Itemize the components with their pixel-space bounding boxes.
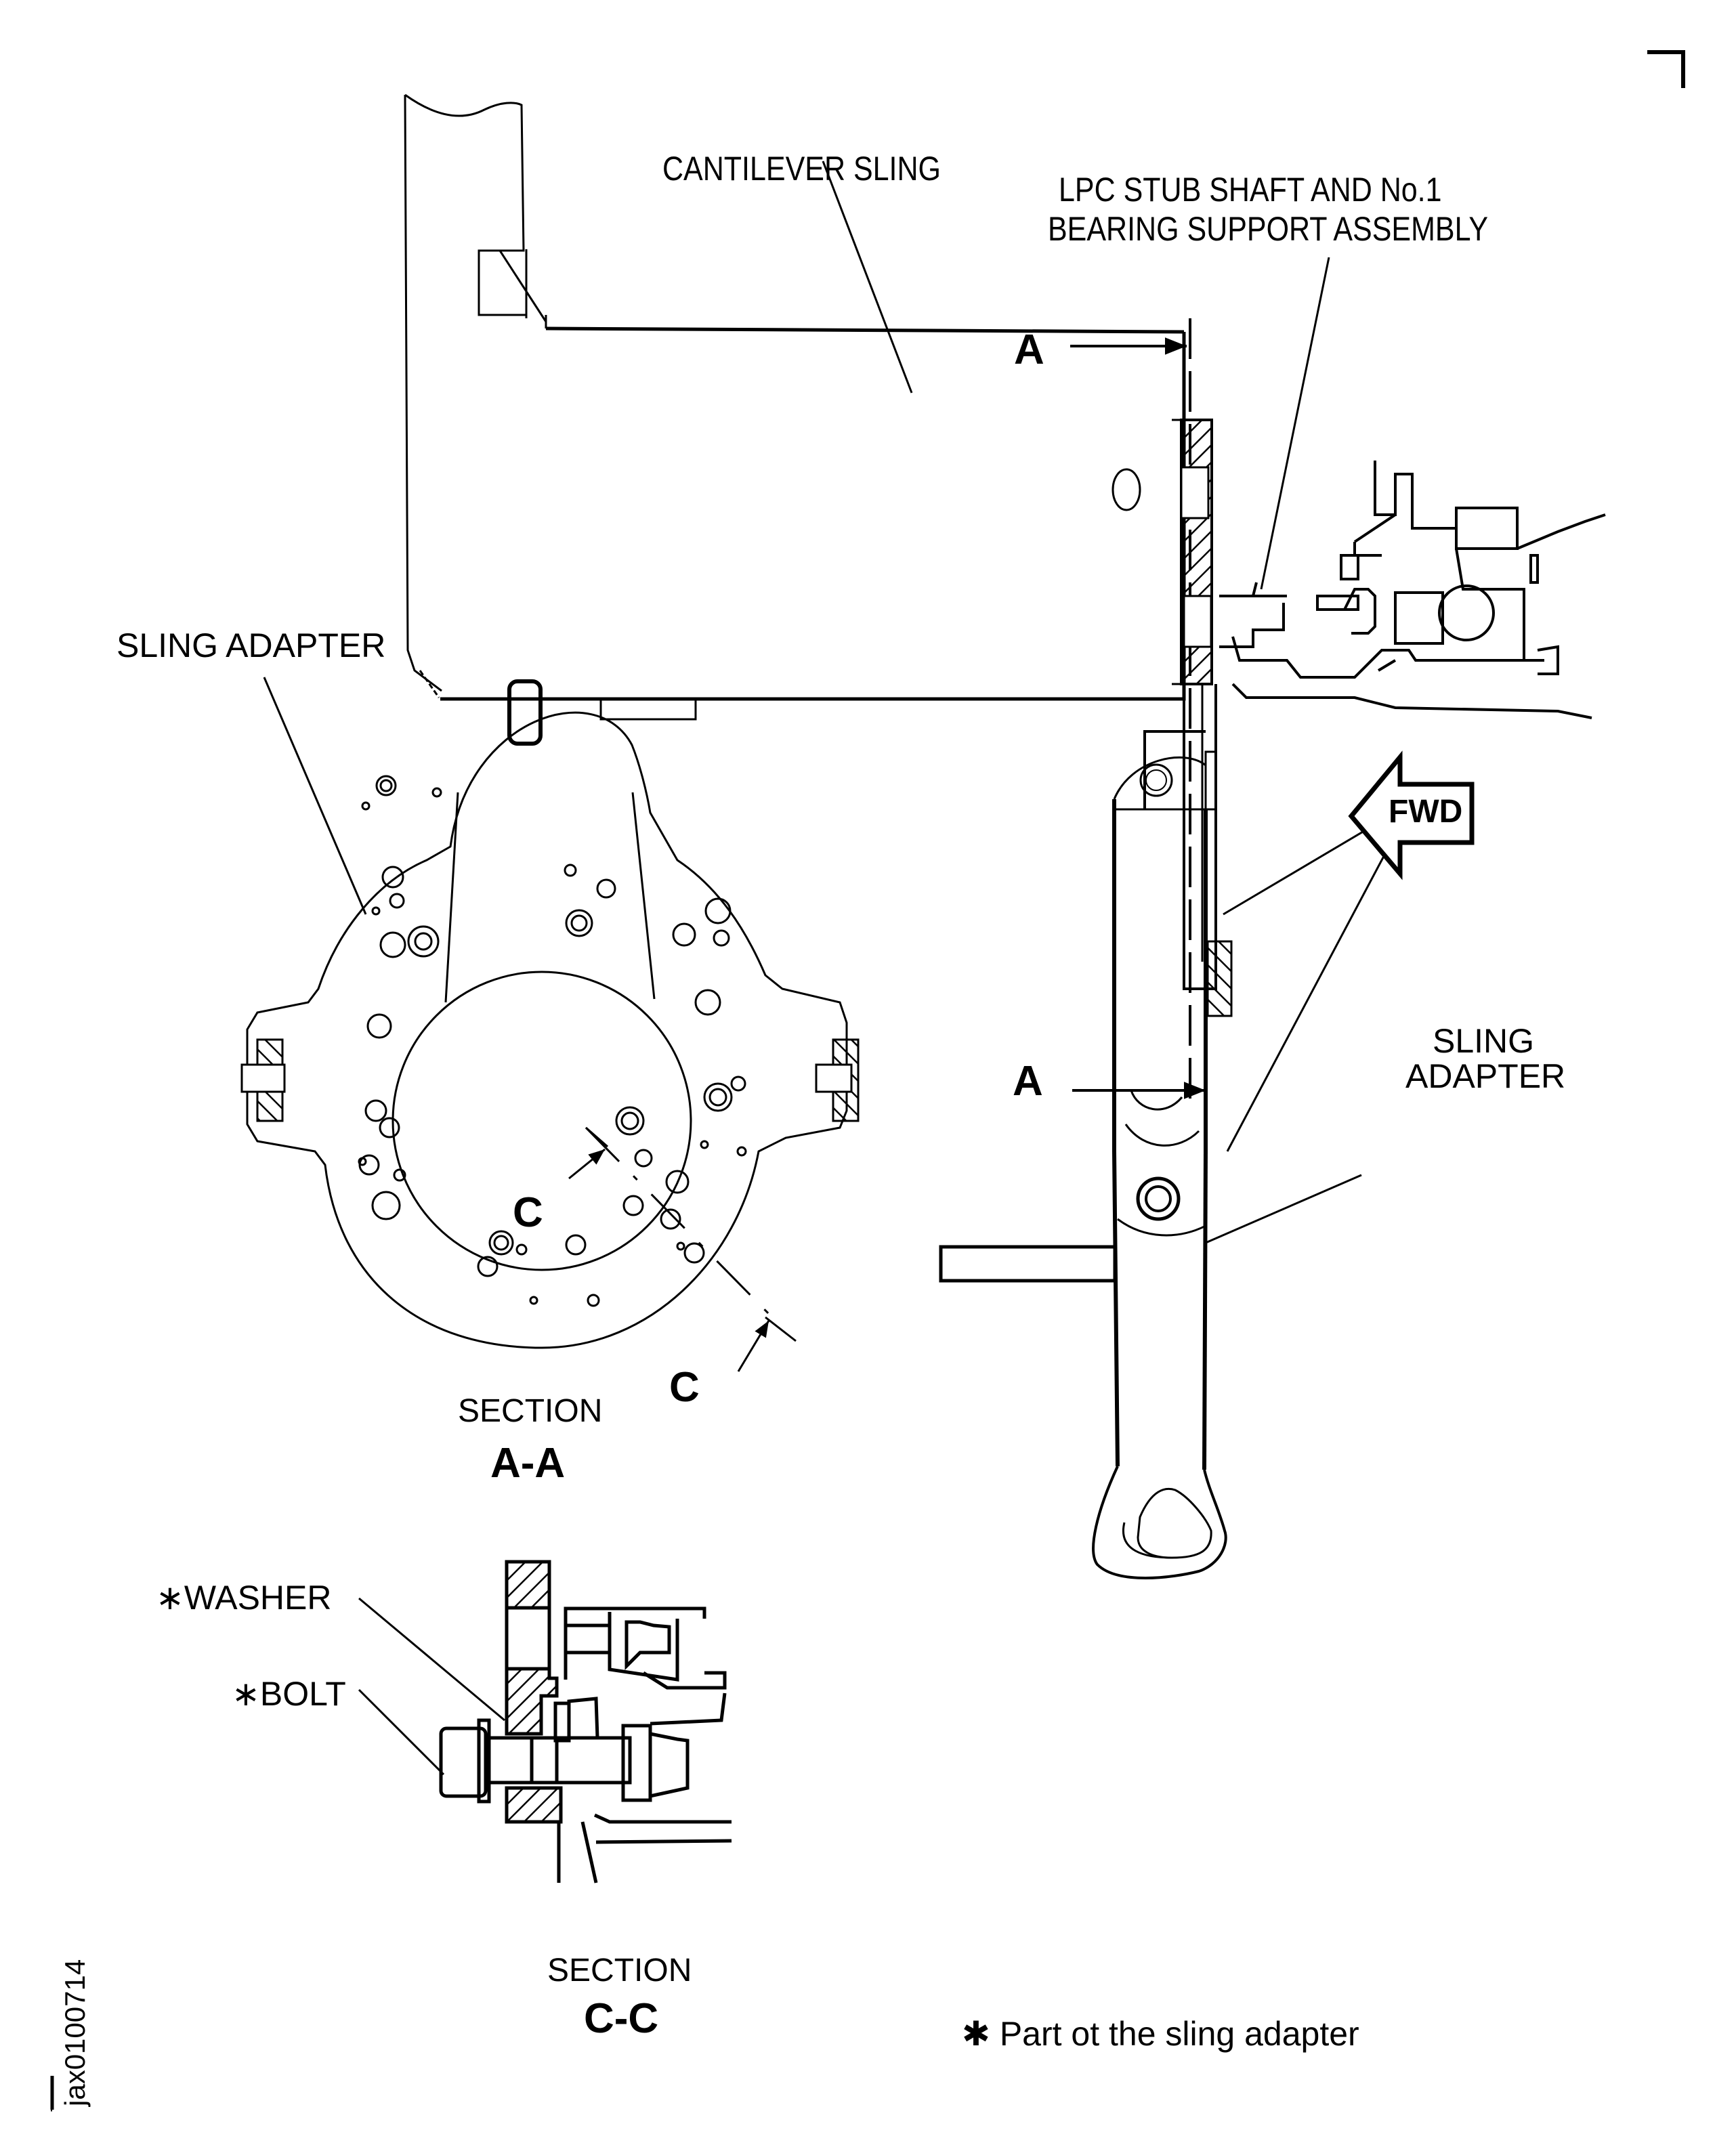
asterisk-icon: ✱ (962, 2015, 990, 2053)
leader-lines (263, 161, 1414, 1776)
label-sling-adapter-right-1: SLING (1433, 1022, 1535, 1060)
section-aa-adapter-plate (240, 679, 860, 1349)
corner-mark-top-right (1647, 50, 1685, 88)
figure-id: jax0100714 (59, 1959, 91, 2106)
fwd-label: FWD (1389, 794, 1463, 830)
section-marker-a-bottom: A (1013, 1058, 1043, 1105)
section-line-c (568, 1126, 797, 1372)
section-marker-c-1: C (513, 1189, 543, 1236)
fixture-bar (939, 1245, 1117, 1283)
corner-mark-bottom-left (50, 2076, 54, 2112)
bolt-holes (358, 775, 747, 1307)
section-cc-word: SECTION (547, 1953, 692, 1988)
section-cc-name: C-C (584, 1995, 659, 2042)
section-marker-a-top: A (1014, 326, 1044, 373)
section-marker-c-2: C (669, 1364, 700, 1411)
label-lpc-line-1: LPC STUB SHAFT AND No.1 (1059, 171, 1442, 209)
label-cantilever-sling: CANTILEVER SLING (662, 150, 941, 188)
section-aa-name: A-A (490, 1440, 566, 1487)
label-bolt: ∗BOLT (232, 1675, 346, 1713)
footnote: ✱ Part ot the sling adapter (962, 2017, 1359, 2051)
label-washer: ∗WASHER (156, 1579, 332, 1617)
lpc-stub-shaft-assembly (1219, 461, 1606, 719)
sling-adapter-flange-side (1172, 419, 1233, 1017)
fwd-arrow-icon (1348, 750, 1475, 880)
sling-adapter-arm (1092, 730, 1227, 1579)
label-sling-adapter-right-2: ADAPTER (1405, 1057, 1566, 1095)
label-sling-adapter-left: SLING ADAPTER (117, 626, 386, 664)
section-cc-detail (439, 1560, 732, 1883)
section-aa-word: SECTION (458, 1393, 603, 1429)
label-lpc-line-2: BEARING SUPPORT ASSEMBLY (1048, 210, 1488, 248)
footnote-text: Part ot the sling adapter (999, 2015, 1359, 2053)
